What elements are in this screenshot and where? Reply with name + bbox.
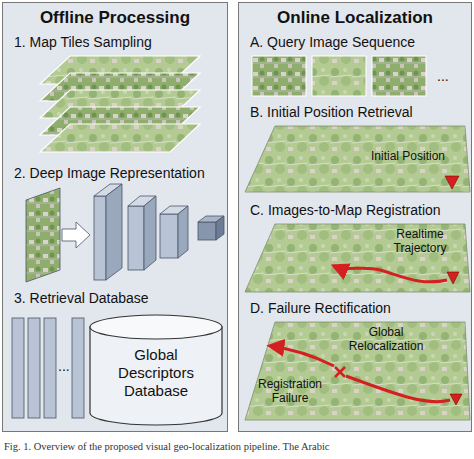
step-label: C. Images-to-Map Registration: [250, 202, 441, 218]
step-label: D. Failure Rectification: [250, 300, 391, 316]
position-marker: [445, 176, 459, 189]
panel-title: Offline Processing: [3, 3, 227, 28]
step-label: A. Query Image Sequence: [250, 34, 415, 50]
step-label: 3. Retrieval Database: [14, 290, 149, 306]
step-label: 1. Map Tiles Sampling: [14, 34, 152, 50]
map-label: Global Relocalization: [340, 326, 432, 354]
map-label: Realtime Trajectory: [384, 228, 456, 256]
map-label: Initial Position: [362, 150, 454, 164]
cnn-figure: [26, 184, 224, 282]
panel-title: Online Localization: [239, 3, 471, 28]
map-views: [245, 126, 470, 420]
ellipsis: ...: [437, 68, 449, 84]
map-tiles-stack: [40, 56, 200, 152]
query-images: [252, 56, 426, 96]
failure-mark: [335, 367, 345, 377]
cylinder-top: [90, 315, 222, 339]
map-label: Registration Failure: [250, 378, 330, 406]
trajectory: [334, 266, 447, 282]
ellipsis: ...: [58, 358, 70, 374]
position-marker: [447, 272, 459, 284]
trajectory: [346, 376, 450, 402]
figure-caption: Fig. 1. Overview of the proposed visual …: [4, 441, 330, 452]
panel-ground: [238, 2, 472, 432]
panel: Offline ProcessingGlobal Descriptors Dat…: [2, 2, 228, 432]
step-label: 2. Deep Image Representation: [14, 165, 205, 181]
descriptor-bars: [12, 318, 84, 418]
relocalization-arrow: [270, 346, 334, 366]
step-label: B. Initial Position Retrieval: [250, 104, 413, 120]
panel-ground: [2, 2, 228, 432]
database-label: Global Descriptors Database: [89, 314, 223, 400]
position-marker: [450, 394, 462, 405]
database-cylinder: Global Descriptors Database: [89, 314, 223, 426]
